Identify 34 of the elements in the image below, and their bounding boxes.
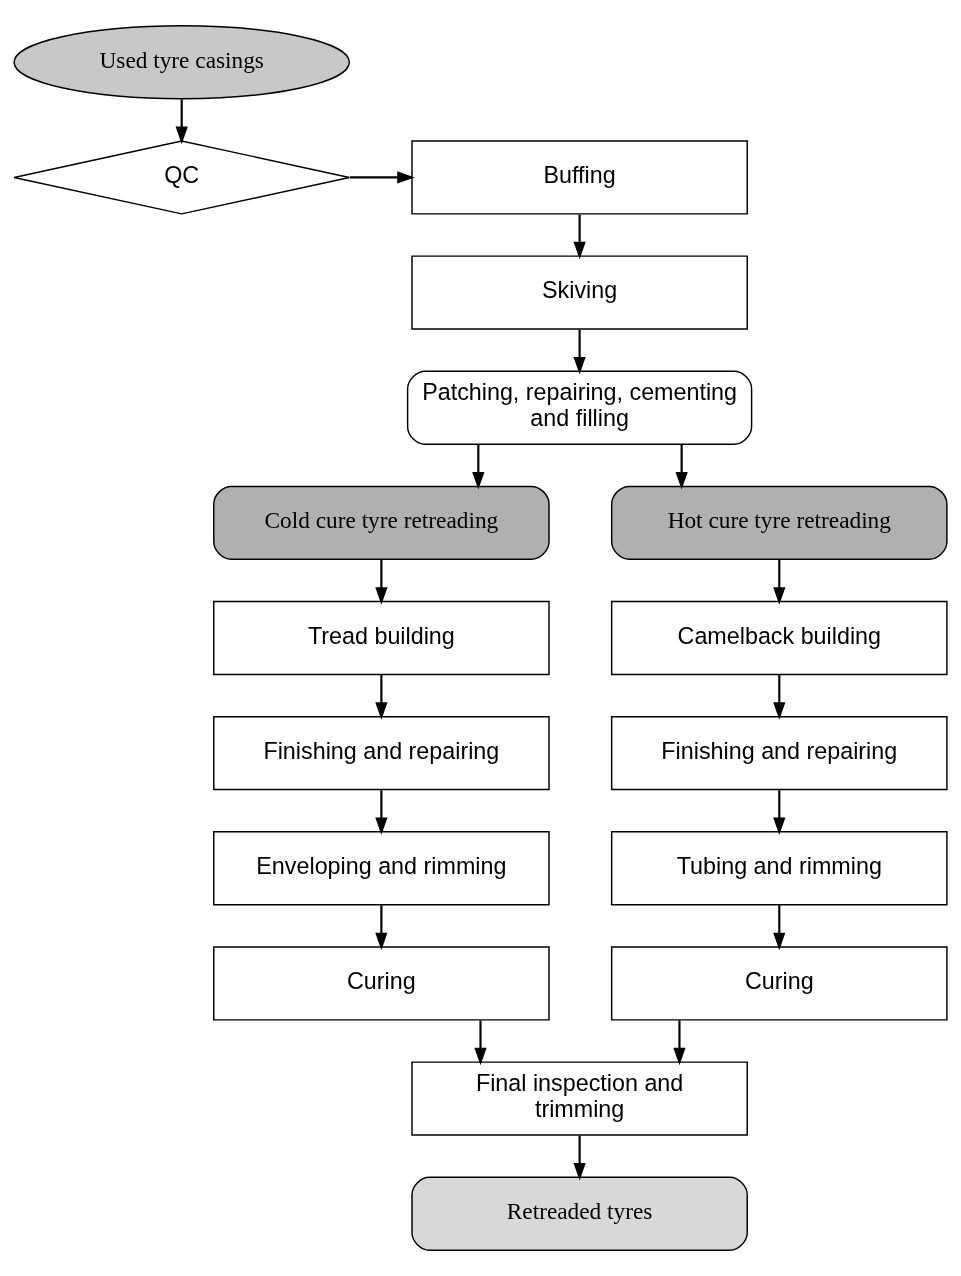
arrow	[573, 329, 586, 375]
node-box: Finishing and repairing	[610, 716, 948, 791]
arrow	[773, 675, 786, 720]
arrow	[375, 790, 388, 835]
node-box: Tread building	[213, 600, 550, 676]
node-box: Hot cure tyre retreading	[610, 485, 948, 560]
arrow	[573, 214, 586, 260]
node-box: Tubing and rimming	[610, 831, 948, 906]
arrow	[773, 905, 786, 951]
node-box: Cold cure tyre retreading	[213, 485, 550, 560]
arrow	[349, 171, 415, 184]
node-box: Curing	[610, 946, 948, 1021]
node-box: Buffing	[411, 140, 748, 215]
node-box: Patching, repairing, cementing and filling	[406, 370, 753, 445]
arrow	[175, 99, 188, 145]
node-box: Curing	[213, 946, 550, 1021]
node-diamond: QC	[13, 140, 351, 215]
node-ellipse: Used tyre casings	[13, 25, 351, 100]
node-box: Camelback building	[610, 600, 948, 676]
arrow	[673, 1020, 686, 1066]
arrow	[474, 1020, 487, 1066]
node-box: Skiving	[411, 255, 748, 330]
arrow	[573, 1135, 586, 1181]
arrow	[773, 559, 786, 605]
arrow	[773, 790, 786, 835]
node-box: Finishing and repairing	[213, 716, 550, 791]
node-box: Final inspection and trimming	[411, 1061, 748, 1136]
node-box: Retreaded tyres	[411, 1176, 748, 1251]
arrow	[375, 905, 388, 951]
arrow	[375, 675, 388, 720]
arrow	[675, 444, 688, 490]
arrow	[472, 444, 485, 490]
node-box: Enveloping and rimming	[213, 831, 550, 906]
arrow	[375, 559, 388, 605]
